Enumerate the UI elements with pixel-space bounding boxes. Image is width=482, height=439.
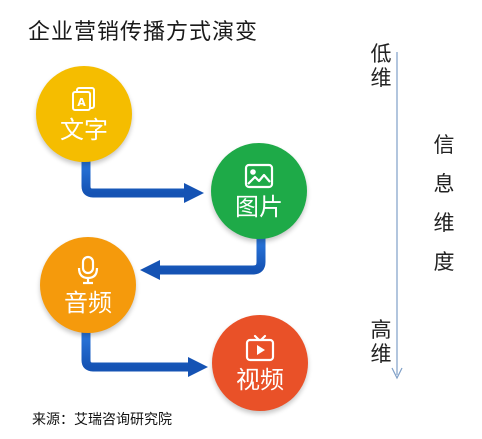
stage-audio-label: 音频 — [64, 289, 112, 317]
source-note: 来源：艾瑞咨询研究院 — [32, 412, 172, 428]
image-icon — [244, 163, 274, 189]
stage-text: A 文字 — [36, 66, 132, 162]
axis-dimension-label: 信息维度 — [433, 133, 455, 274]
arrow-text-to-image — [81, 160, 204, 203]
stage-image: 图片 — [211, 143, 307, 239]
arrow-audio-to-video — [81, 332, 208, 377]
stage-audio: 音频 — [40, 237, 136, 333]
diagram-title: 企业营销传播方式演变 — [28, 20, 259, 45]
arrow-image-to-audio — [140, 238, 266, 280]
stage-video: 视频 — [212, 315, 308, 411]
stage-video-label: 视频 — [236, 366, 284, 394]
axis-high-label: 高维 — [370, 318, 392, 367]
text-document-icon: A — [71, 86, 97, 112]
microphone-icon — [76, 255, 100, 285]
tv-play-icon — [245, 334, 275, 362]
axis-low-label: 低维 — [370, 42, 392, 91]
stage-image-label: 图片 — [235, 193, 283, 221]
svg-text:A: A — [77, 96, 86, 109]
stage-text-label: 文字 — [60, 116, 108, 144]
